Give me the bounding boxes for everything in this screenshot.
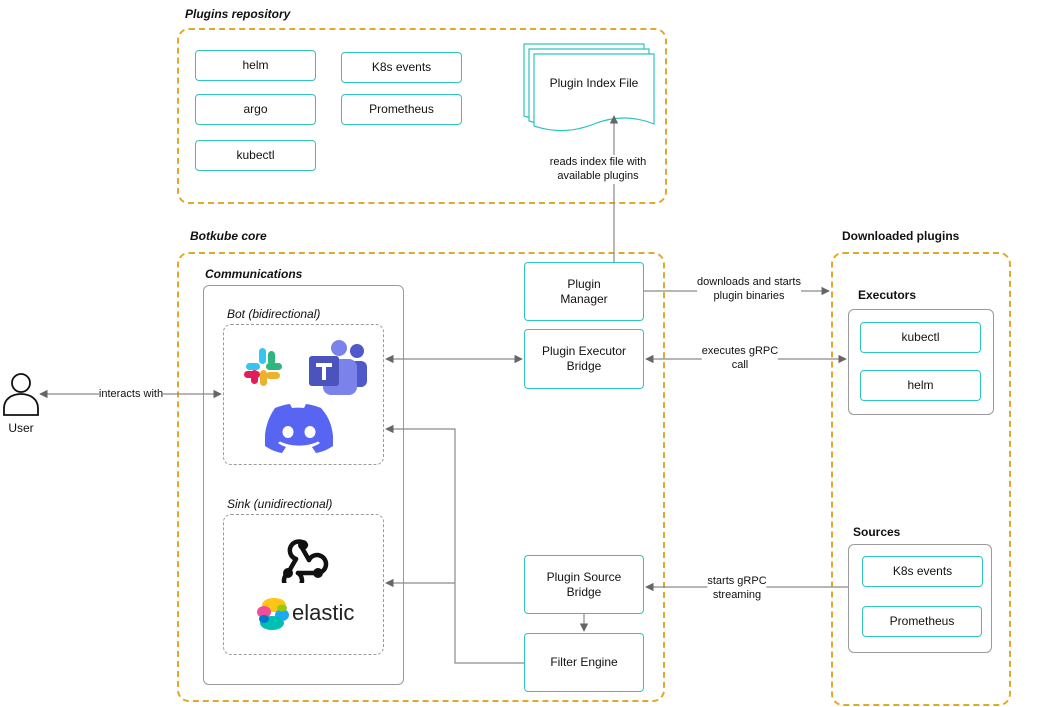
filter-engine-box[interactable]: Filter Engine <box>524 633 644 692</box>
edge-label-starts-streaming: starts gRPC streaming <box>707 574 767 603</box>
source-k8s-events[interactable]: K8s events <box>862 556 983 587</box>
elastic-icon[interactable] <box>256 597 290 631</box>
botkube-core-group <box>177 252 665 702</box>
plugin-manager-box[interactable]: Plugin Manager <box>524 262 644 321</box>
executor-helm[interactable]: helm <box>860 370 981 401</box>
edge-label-executes: executes gRPC call <box>701 344 779 373</box>
botkube-core-title: Botkube core <box>190 229 267 243</box>
repo-plugin-k8s-events[interactable]: K8s events <box>341 52 462 83</box>
edge-label-reads-index: reads index file with available plugins <box>549 155 647 184</box>
executor-kubectl[interactable]: kubectl <box>860 322 981 353</box>
edge-label-interacts: interacts with <box>98 387 164 402</box>
plugin-executor-bridge-box[interactable]: Plugin Executor Bridge <box>524 329 644 389</box>
sources-title: Sources <box>853 525 901 539</box>
repo-plugin-kubectl[interactable]: kubectl <box>195 140 316 171</box>
edge-label-downloads: downloads and starts plugin binaries <box>697 275 801 304</box>
elastic-wordmark: elastic <box>292 600 355 625</box>
sink-title: Sink (unidirectional) <box>227 497 333 511</box>
communications-title: Communications <box>205 267 303 281</box>
plugin-source-bridge-box[interactable]: Plugin Source Bridge <box>524 555 644 614</box>
downloaded-plugins-group <box>831 252 1011 706</box>
downloaded-plugins-title: Downloaded plugins <box>842 229 960 243</box>
plugins-repository-title: Plugins repository <box>185 7 291 21</box>
webhook-icon[interactable] <box>276 533 330 583</box>
discord-icon[interactable] <box>265 403 333 453</box>
user-label: User <box>8 421 34 435</box>
user-icon[interactable] <box>2 372 40 416</box>
repo-plugin-helm[interactable]: helm <box>195 50 316 81</box>
bot-title: Bot (bidirectional) <box>227 307 321 321</box>
communications-group <box>203 285 404 685</box>
slack-icon[interactable] <box>242 346 284 388</box>
sink-group <box>223 514 384 655</box>
teams-icon[interactable] <box>305 340 369 398</box>
repo-plugin-prometheus[interactable]: Prometheus <box>341 94 462 125</box>
plugins-repository-group <box>177 28 667 204</box>
executors-title: Executors <box>858 288 917 302</box>
repo-plugin-argo[interactable]: argo <box>195 94 316 125</box>
source-prometheus[interactable]: Prometheus <box>862 606 982 637</box>
plugin-index-file-label: Plugin Index File <box>549 76 639 90</box>
bot-group <box>223 324 384 465</box>
